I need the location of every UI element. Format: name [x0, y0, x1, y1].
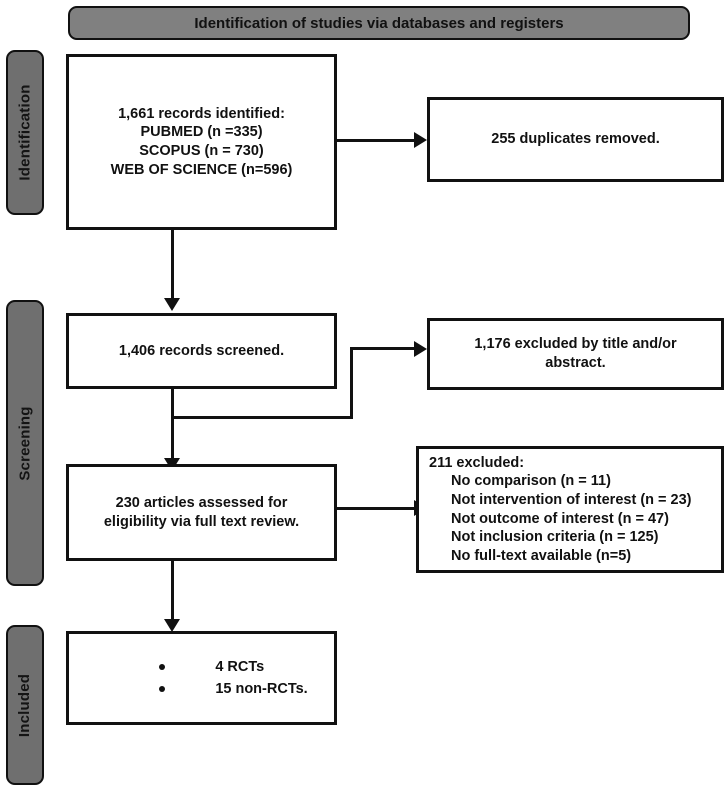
box-excluded-title-abstract: 1,176 excluded by title and/or abstract. — [427, 318, 724, 390]
box-duplicates-removed-text: 255 duplicates removed. — [485, 130, 665, 149]
box-studies-included: 4 RCTs 15 non-RCTs. — [66, 631, 337, 725]
box-articles-assessed-text: 230 articles assessed for eligibility vi… — [98, 494, 305, 531]
records-identified-line-3: WEB OF SCIENCE (n=596) — [110, 161, 293, 178]
box-excluded-title-abstract-text: 1,176 excluded by title and/or abstract. — [468, 335, 682, 372]
banner-label: Identification of studies via databases … — [194, 14, 564, 32]
excluded-fulltext-heading: 211 excluded: — [429, 454, 525, 471]
connector-assessed-to-excluded-fulltext — [337, 507, 417, 510]
box-excluded-fulltext: 211 excluded: No comparison (n = 11) Not… — [416, 446, 724, 573]
connector-assessed-to-included — [171, 561, 174, 623]
connector-identified-to-duplicates — [337, 139, 417, 142]
records-identified-line-0: 1,661 records identified: — [118, 105, 285, 122]
box-records-identified-text: 1,661 records identified: PUBMED (n =335… — [105, 105, 299, 179]
box-duplicates-removed: 255 duplicates removed. — [427, 97, 724, 182]
excluded-title-abstract-line-0: 1,176 excluded by title and/or — [474, 336, 677, 353]
duplicates-removed-line-0: 255 duplicates removed. — [491, 131, 660, 148]
phase-label-screening: Screening — [6, 300, 44, 586]
list-item: 15 non-RCTs. — [159, 678, 308, 700]
articles-assessed-line-1: eligibility via full text review. — [103, 513, 300, 530]
phase-label-included: Included — [6, 625, 44, 785]
excluded-title-abstract-line-1: abstract. — [545, 355, 606, 371]
box-records-identified: 1,661 records identified: PUBMED (n =335… — [66, 54, 337, 230]
records-identified-line-1: PUBMED (n =335) — [140, 124, 263, 141]
phase-label-identification: Identification — [6, 50, 44, 215]
arrow-identified-to-duplicates-head — [414, 132, 427, 148]
box-records-screened: 1,406 records screened. — [66, 313, 337, 389]
phase-label-screening-text: Screening — [16, 405, 34, 481]
box-excluded-fulltext-text: 211 excluded: No comparison (n = 11) Not… — [419, 454, 691, 565]
arrow-assessed-to-included-head — [164, 619, 180, 632]
banner-identification-via-databases: Identification of studies via databases … — [68, 6, 690, 40]
connector-screened-to-assessed — [171, 389, 174, 462]
excluded-fulltext-reason-0: No comparison (n = 11) — [451, 473, 611, 490]
arrow-identified-to-screened-head — [164, 298, 180, 311]
list-item: 4 RCTs — [159, 656, 307, 678]
excluded-fulltext-reason-3: Not inclusion criteria (n = 125) — [451, 529, 659, 546]
records-screened-line-0: 1,406 records screened. — [118, 342, 285, 359]
articles-assessed-line-0: 230 articles assessed for — [115, 494, 288, 511]
phase-label-identification-text: Identification — [16, 84, 34, 181]
connector-screened-to-excluded-segment-h2 — [350, 347, 417, 350]
excluded-fulltext-reason-2: Not outcome of interest (n = 47) — [451, 510, 669, 527]
studies-included-list: 4 RCTs 15 non-RCTs. — [95, 656, 308, 701]
records-identified-line-2: SCOPUS (n = 730) — [139, 143, 264, 159]
connector-screened-to-excluded-segment-h1 — [171, 416, 353, 419]
excluded-fulltext-reason-1: Not intervention of interest (n = 23) — [451, 491, 692, 508]
phase-label-included-text: Included — [16, 673, 34, 737]
arrow-screened-to-excluded-head — [414, 341, 427, 357]
connector-screened-to-excluded-segment-v — [350, 347, 353, 419]
excluded-fulltext-reason-4: No full-text available (n=5) — [451, 547, 632, 564]
box-records-screened-text: 1,406 records screened. — [113, 342, 290, 361]
box-articles-assessed: 230 articles assessed for eligibility vi… — [66, 464, 337, 561]
connector-identified-to-screened — [171, 230, 174, 300]
